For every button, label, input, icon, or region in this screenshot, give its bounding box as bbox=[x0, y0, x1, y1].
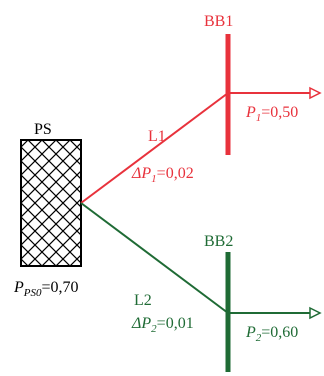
bb2-label: BB2 bbox=[204, 233, 233, 250]
line-l1 bbox=[80, 92, 229, 204]
line-l2 bbox=[80, 202, 229, 314]
l1-loss-label: ΔP1=0,02 bbox=[131, 165, 194, 185]
power-station-block bbox=[20, 139, 82, 267]
l2-label: L2 bbox=[134, 292, 152, 309]
ps-output-label: PPS0=0,70 bbox=[13, 279, 79, 299]
ps-label: PS bbox=[34, 121, 52, 138]
l1-label: L1 bbox=[148, 128, 166, 145]
load-arrowhead-2 bbox=[309, 306, 322, 320]
l2-loss-label: ΔP2=0,01 bbox=[131, 315, 194, 335]
p2-label: P2=0,60 bbox=[245, 324, 298, 344]
p1-label: P1=0,50 bbox=[245, 104, 298, 124]
load-arrowhead-1 bbox=[309, 86, 322, 100]
bb1-label: BB1 bbox=[204, 13, 233, 30]
